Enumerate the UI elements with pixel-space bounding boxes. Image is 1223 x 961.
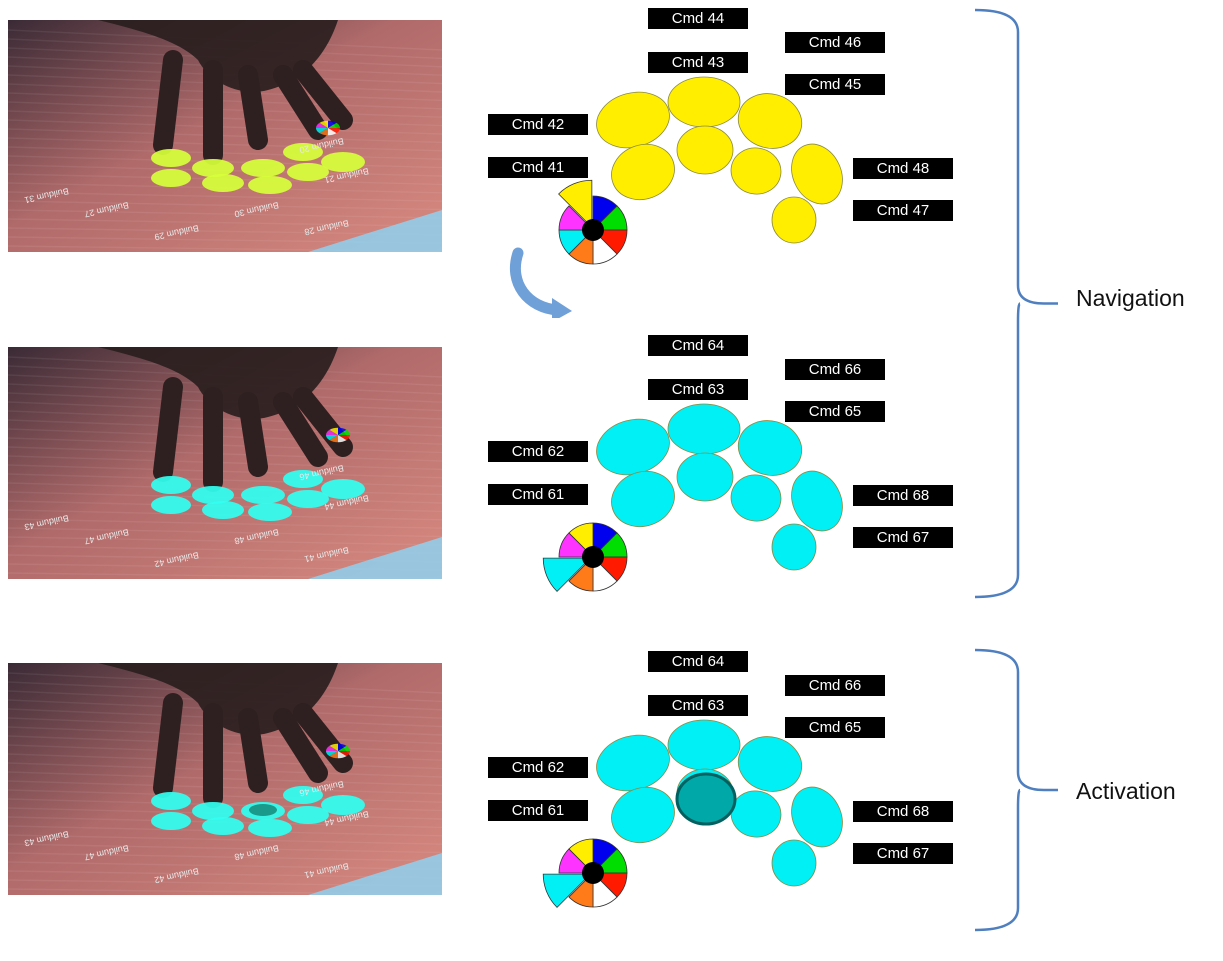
command-label: Cmd 61	[488, 484, 588, 505]
command-pad[interactable]	[727, 471, 784, 525]
activation-label: Activation	[1076, 778, 1176, 804]
command-layout-diagram: Cmd 44 Cmd 46 Cmd 43 Cmd 45 Cmd 42 Cmd 41 Cmd …	[480, 8, 970, 318]
projected-pad	[241, 159, 285, 177]
projected-pad	[151, 149, 191, 167]
projected-pad	[192, 159, 234, 177]
command-pad[interactable]	[667, 76, 741, 128]
projected-pad	[283, 470, 323, 488]
activation-bracket	[974, 648, 1058, 932]
command-label: Cmd 47	[853, 200, 953, 221]
command-label: Cmd 41	[488, 157, 588, 178]
pressed-projected-pad	[249, 804, 277, 816]
projected-pad	[321, 795, 365, 815]
command-pad[interactable]	[604, 136, 683, 209]
projected-pad	[192, 486, 234, 504]
pressed-command-pad[interactable]	[675, 772, 737, 826]
projected-pad	[192, 802, 234, 820]
command-pad[interactable]	[782, 463, 852, 539]
projected-pad	[151, 169, 191, 187]
pie-slice[interactable]	[558, 179, 593, 229]
command-pad[interactable]	[771, 196, 817, 244]
projected-pad	[151, 476, 191, 494]
command-label: Cmd 42	[488, 114, 588, 135]
projected-pad	[287, 806, 329, 824]
command-label: Cmd 61	[488, 800, 588, 821]
command-label: Cmd 63	[648, 695, 748, 716]
command-label: Cmd 45	[785, 74, 885, 95]
command-label: Cmd 67	[853, 843, 953, 864]
command-pad[interactable]	[771, 839, 817, 887]
command-label: Cmd 63	[648, 379, 748, 400]
command-label: Cmd 68	[853, 801, 953, 822]
pie-center	[582, 219, 604, 241]
projected-pad	[248, 176, 292, 194]
command-pad[interactable]	[771, 523, 817, 571]
command-pad[interactable]	[604, 463, 683, 536]
command-pad[interactable]	[782, 779, 852, 855]
command-label: Cmd 66	[785, 359, 885, 380]
navigation-label: Navigation	[1076, 285, 1185, 311]
command-label: Cmd 43	[648, 52, 748, 73]
projected-pad	[283, 786, 323, 804]
command-label: Cmd 68	[853, 485, 953, 506]
command-label: Cmd 62	[488, 757, 588, 778]
command-layout-diagram: Cmd 64 Cmd 66 Cmd 63 Cmd 65 Cmd 62 Cmd 61 Cmd …	[480, 335, 970, 645]
command-pad[interactable]	[732, 87, 808, 156]
projected-pad	[287, 163, 329, 181]
projected-pad	[321, 479, 365, 499]
command-pad[interactable]	[590, 84, 675, 155]
projected-pad	[287, 490, 329, 508]
command-pad[interactable]	[590, 727, 675, 798]
command-label: Cmd 67	[853, 527, 953, 548]
command-label: Cmd 46	[785, 32, 885, 53]
command-label: Cmd 48	[853, 158, 953, 179]
hand-silhouette	[98, 20, 353, 165]
projected-pad	[248, 819, 292, 837]
command-pad[interactable]	[782, 136, 852, 212]
command-pad[interactable]	[604, 779, 683, 852]
command-label: Cmd 64	[648, 335, 748, 356]
projected-pad	[151, 496, 191, 514]
command-label: Cmd 44	[648, 8, 748, 29]
command-label: Cmd 66	[785, 675, 885, 696]
rotate-arrow-icon	[509, 247, 572, 318]
command-pad[interactable]	[590, 411, 675, 482]
command-pad[interactable]	[667, 403, 741, 455]
projected-pad	[321, 152, 365, 172]
pie-slice[interactable]	[542, 557, 592, 592]
command-pad[interactable]	[732, 414, 808, 483]
command-label: Cmd 62	[488, 441, 588, 462]
navigation-bracket	[974, 8, 1058, 599]
projected-pad	[283, 143, 323, 161]
command-pad[interactable]	[732, 730, 808, 799]
command-layout-diagram: Cmd 64 Cmd 66 Cmd 63 Cmd 65 Cmd 62 Cmd 61 Cmd …	[480, 651, 970, 961]
projected-pad	[241, 486, 285, 504]
projected-pad	[202, 817, 244, 835]
command-pad[interactable]	[667, 719, 741, 771]
command-pad[interactable]	[676, 452, 734, 502]
projected-pad	[248, 503, 292, 521]
projected-pad	[151, 792, 191, 810]
command-label: Cmd 65	[785, 401, 885, 422]
pie-slice[interactable]	[542, 873, 592, 908]
pie-center	[582, 862, 604, 884]
projected-pad	[151, 812, 191, 830]
command-label: Cmd 65	[785, 717, 885, 738]
projected-pad	[202, 174, 244, 192]
hand-silhouette	[98, 347, 353, 492]
command-pad[interactable]	[727, 144, 784, 198]
command-pad[interactable]	[676, 125, 734, 175]
pie-center	[582, 546, 604, 568]
command-label: Cmd 64	[648, 651, 748, 672]
projected-pad	[202, 501, 244, 519]
